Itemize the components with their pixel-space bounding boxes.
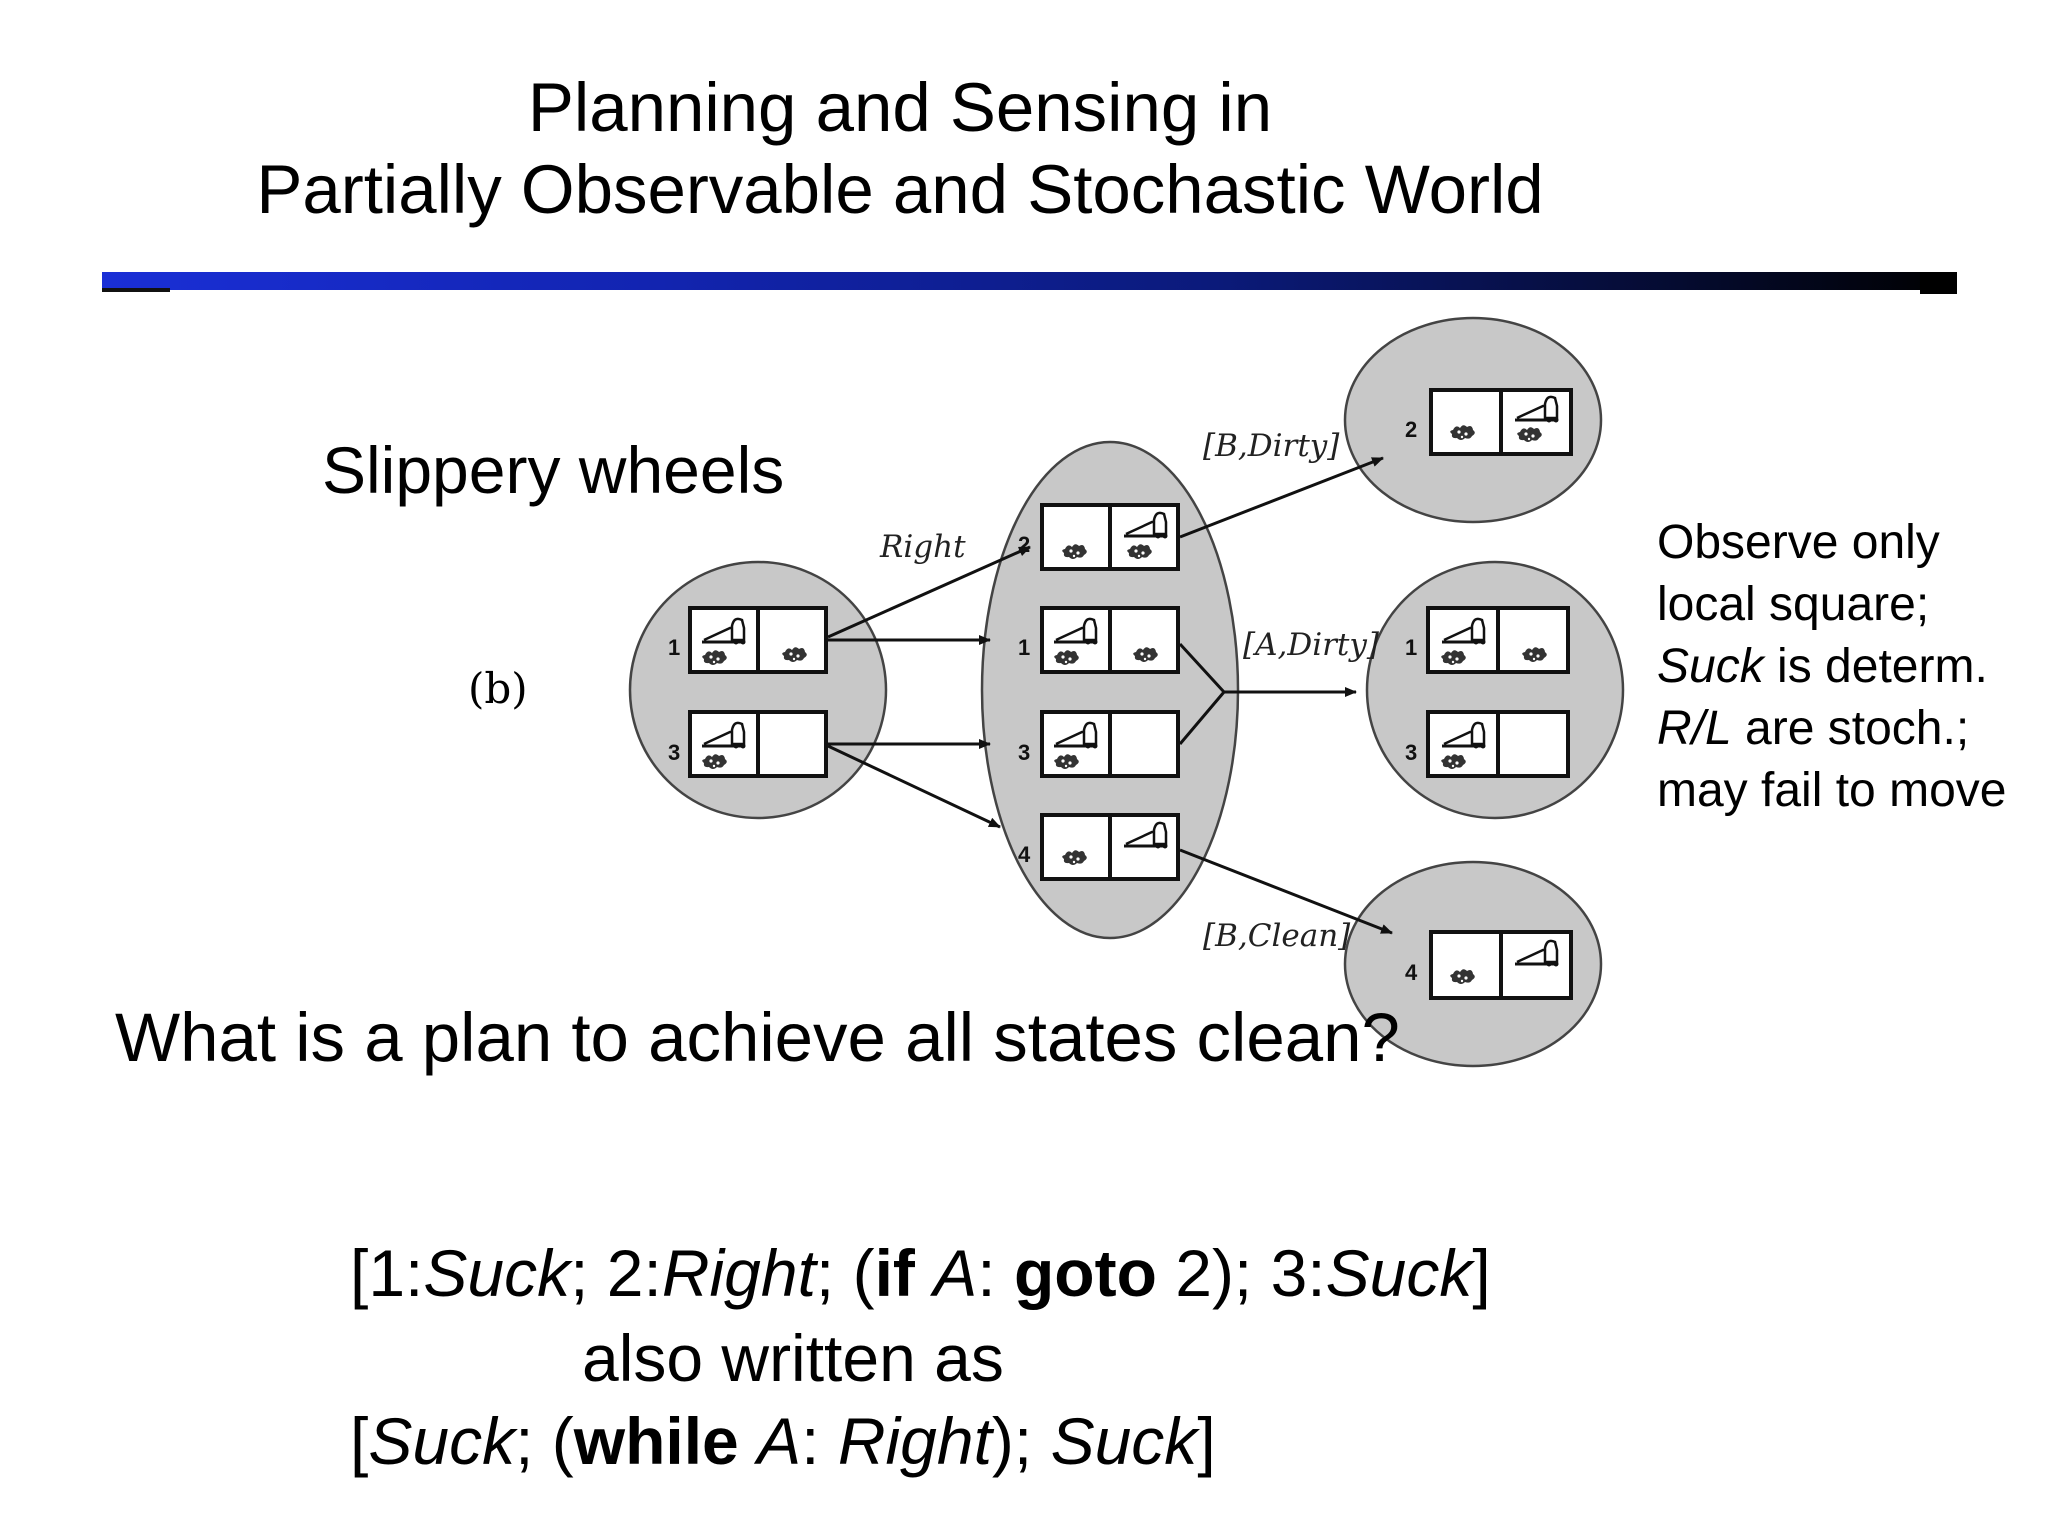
side-note-rl: R/L — [1657, 702, 1732, 755]
side-note-suck: Suck — [1657, 640, 1764, 693]
state-1-after-right: 1 — [1018, 606, 1180, 674]
title-divider-left-cap — [102, 288, 170, 292]
edge-label-b-dirty: [B,Dirty] — [1203, 428, 1340, 464]
state-2-after-right: 2 — [1018, 503, 1180, 571]
plan-line-3: [Suck; (while A: Right); Suck] — [350, 1403, 1216, 1479]
plan-token: Right — [837, 1404, 992, 1478]
plan-line-2: also written as — [582, 1321, 1004, 1395]
state-number: 2 — [1018, 532, 1030, 557]
side-note-stoch: are stoch.; — [1731, 702, 1970, 755]
side-note-line-2: local square; — [1657, 578, 1930, 631]
plan-token: Suck — [368, 1404, 516, 1478]
plan-line-1: [1:Suck; 2:Right; (if A: goto 2); 3:Suck… — [350, 1235, 1491, 1311]
state-2-b-dirty: 2 — [1405, 388, 1573, 456]
plan-keyword-goto: goto — [1013, 1236, 1157, 1310]
plan-token: [ — [350, 1404, 369, 1478]
plan-keyword-while: while — [573, 1404, 739, 1478]
question-text: What is a plan to achieve all states cle… — [115, 999, 1400, 1076]
plan-token: Right — [661, 1236, 816, 1310]
state-number: 2 — [1405, 417, 1417, 442]
edge-right-1-to-2 — [827, 545, 1031, 639]
state-3-after-right: 3 — [1018, 710, 1180, 778]
title-divider-right-cap — [1920, 272, 1957, 294]
slide-title-line-1: Planning and Sensing in — [527, 69, 1273, 146]
figure-label: (b) — [468, 664, 528, 713]
side-note-determ: is determ. — [1763, 640, 1988, 693]
side-note-line-4: R/L are stoch.; — [1657, 698, 2006, 760]
state-number: 1 — [1018, 635, 1030, 660]
state-number: 3 — [1405, 740, 1417, 765]
plan-token: Suck — [1050, 1404, 1198, 1478]
side-note-line-3: Suck is determ. — [1657, 636, 2006, 698]
plan-token: [1: — [350, 1236, 424, 1310]
plan-keyword-if: if — [874, 1236, 915, 1310]
title-divider — [102, 272, 1957, 290]
state-3-initial: 3 — [668, 710, 828, 778]
side-note-line-5: may fail to move — [1657, 764, 2007, 817]
state-3-a-dirty: 3 — [1405, 710, 1570, 778]
state-4-after-right: 4 — [1018, 813, 1180, 881]
slide-title-line-2: Partially Observable and Stochastic Worl… — [256, 151, 1544, 228]
plan-token: ; ( — [815, 1236, 875, 1310]
side-note-line-1: Observe only — [1657, 516, 1940, 569]
plan-token: 2); 3: — [1156, 1236, 1326, 1310]
plan-token: : — [801, 1404, 838, 1478]
edge-label-b-clean: [B,Clean] — [1203, 918, 1351, 954]
plan-token: A — [933, 1236, 978, 1310]
state-number: 1 — [668, 635, 680, 660]
edge-label-a-dirty: [A,Dirty] — [1243, 627, 1380, 663]
state-1-initial: 1 — [668, 606, 828, 674]
slippery-wheels-label: Slippery wheels — [322, 433, 785, 507]
plan-token: ] — [1472, 1236, 1491, 1310]
plan-token — [915, 1236, 933, 1310]
state-4-b-clean: 4 — [1405, 930, 1573, 1000]
edge-b-dirty — [1179, 456, 1384, 539]
state-number: 3 — [1018, 740, 1030, 765]
plan-token: Suck — [423, 1236, 571, 1310]
plan-token: ); — [991, 1404, 1051, 1478]
state-number: 3 — [668, 740, 680, 765]
plan-token: ] — [1197, 1404, 1216, 1478]
state-number: 4 — [1018, 842, 1031, 867]
edge-label-right: Right — [879, 529, 966, 565]
state-1-a-dirty: 1 — [1405, 606, 1570, 674]
plan-token: ; 2: — [570, 1236, 662, 1310]
belief-state-initial — [628, 560, 888, 820]
plan-token: Suck — [1325, 1236, 1473, 1310]
edge-b-clean — [1179, 848, 1393, 935]
plan-token: ; ( — [515, 1404, 574, 1478]
side-note: Observe only local square; Suck is deter… — [1657, 512, 2006, 822]
state-number: 4 — [1405, 960, 1418, 985]
belief-state-a-dirty — [1365, 560, 1625, 820]
plan-token: A — [757, 1404, 802, 1478]
plan-token: : — [977, 1236, 1014, 1310]
state-number: 1 — [1405, 635, 1417, 660]
edge-right-3-to-4 — [827, 744, 1001, 829]
plan-token — [739, 1404, 757, 1478]
